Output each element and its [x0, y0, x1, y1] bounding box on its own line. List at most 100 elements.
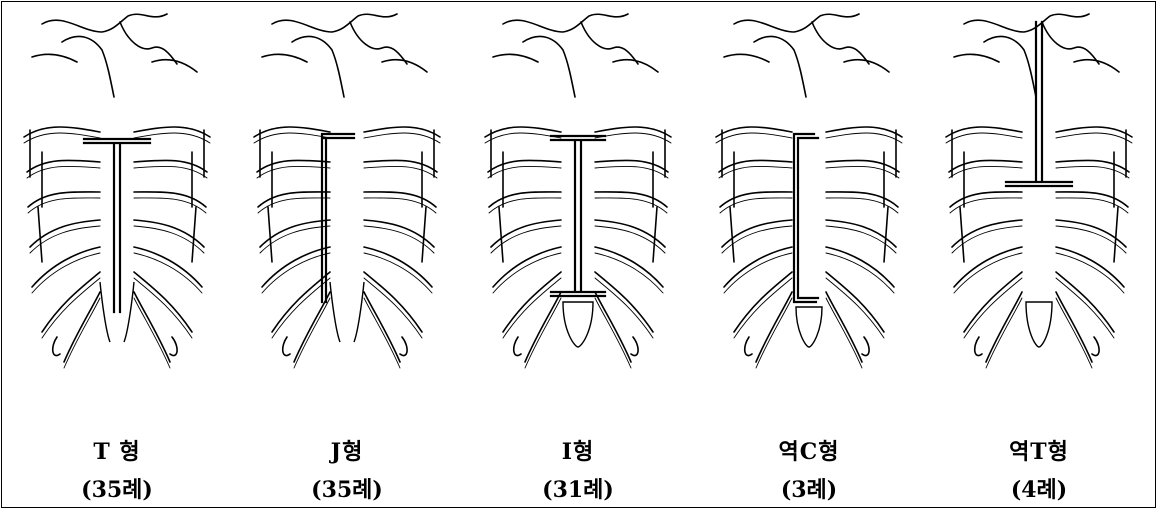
- rib-right: [826, 127, 902, 137]
- rib-left: [42, 272, 100, 332]
- rib-left-edge: [716, 133, 792, 143]
- rib-right-edge: [1056, 133, 1132, 143]
- rib-left: [720, 192, 792, 207]
- rib-right: [134, 127, 210, 137]
- rib-left: [946, 127, 1022, 137]
- rib-right-edge: [595, 298, 631, 368]
- rib-right: [595, 292, 631, 362]
- incision-marker: [551, 136, 605, 296]
- rib-left: [28, 192, 100, 207]
- type-label: 역C형: [694, 434, 924, 466]
- incision-line: [84, 139, 150, 312]
- rib-left-edge: [294, 298, 330, 368]
- ribcage-illustration: [2, 2, 232, 432]
- rib-left-edge: [257, 166, 330, 178]
- ribcage-illustration: [694, 2, 924, 432]
- type-label: J형: [232, 434, 462, 466]
- rib-left: [254, 127, 330, 137]
- case-count: (4례): [924, 472, 1154, 504]
- panel-j-type: J형 (35례): [232, 2, 462, 507]
- rib-left: [294, 292, 330, 362]
- ribcage-lines: [946, 14, 1132, 368]
- rib-left-edge: [719, 166, 792, 178]
- case-count: (35례): [232, 472, 462, 504]
- xiphoid: [330, 282, 364, 342]
- xiphoid: [100, 282, 134, 342]
- ribcage-lines: [254, 14, 440, 368]
- xiphoid: [563, 302, 593, 347]
- rib-left-edge: [946, 133, 1022, 143]
- incision-line: [794, 134, 818, 302]
- incision-marker: [84, 139, 150, 312]
- rib-left-edge: [986, 298, 1022, 368]
- rib-right: [595, 272, 653, 332]
- rib-right: [134, 192, 206, 207]
- clavicle: [964, 14, 1089, 32]
- rib-right: [364, 127, 440, 137]
- xiphoid: [796, 307, 822, 347]
- ribcage-illustration: [924, 2, 1154, 432]
- ribcage-illustration: [463, 2, 693, 432]
- rib-left: [716, 127, 792, 137]
- rib-right-edge: [134, 298, 170, 368]
- clavicle: [503, 14, 628, 32]
- rib-right: [364, 272, 422, 332]
- rib-right: [595, 127, 671, 137]
- rib-left-edge: [949, 166, 1022, 178]
- rib-right: [826, 192, 898, 207]
- clavicle: [734, 14, 859, 32]
- rib-left: [24, 127, 100, 137]
- rib-left-edge: [488, 166, 561, 178]
- case-count: (3례): [694, 472, 924, 504]
- rib-right: [364, 192, 436, 207]
- case-count: (35례): [2, 472, 232, 504]
- rib-right: [595, 192, 667, 207]
- rib-right: [1056, 127, 1132, 137]
- ribcage-lines: [485, 14, 671, 368]
- panel-t-type: T 형 (35례): [2, 2, 232, 507]
- rib-right-edge: [826, 166, 899, 178]
- rib-left: [986, 292, 1022, 362]
- rib-left-edge: [525, 298, 561, 368]
- rib-right-edge: [1056, 166, 1129, 178]
- ribcage-illustration: [232, 2, 462, 432]
- rib-left: [756, 292, 792, 362]
- rib-right-edge: [826, 298, 862, 368]
- rib-left-edge: [485, 133, 561, 143]
- incision-marker: [322, 134, 354, 302]
- case-count: (31례): [463, 472, 693, 504]
- rib-left-edge: [756, 298, 792, 368]
- xiphoid: [1026, 302, 1052, 347]
- type-label: I형: [463, 434, 693, 466]
- rib-right: [1056, 192, 1128, 207]
- type-label: 역T형: [924, 434, 1154, 466]
- ribcage-lines: [716, 14, 902, 368]
- ribcage-lines: [24, 14, 210, 368]
- rib-left-edge: [64, 298, 100, 368]
- type-label: T 형: [2, 434, 232, 466]
- rib-left: [964, 272, 1022, 332]
- rib-left: [950, 192, 1022, 207]
- rib-right-edge: [364, 166, 437, 178]
- rib-left: [734, 272, 792, 332]
- rib-right-edge: [134, 166, 207, 178]
- panel-reverse-t-type: 역T형 (4례): [924, 2, 1154, 507]
- panel-reverse-c-type: 역C형 (3례): [694, 2, 924, 507]
- rib-right: [1056, 272, 1114, 332]
- rib-right: [364, 292, 400, 362]
- rib-right-edge: [364, 298, 400, 368]
- rib-right-edge: [595, 133, 671, 143]
- rib-right: [826, 272, 884, 332]
- panel-i-type: I형 (31례): [463, 2, 693, 507]
- rib-right: [134, 292, 170, 362]
- rib-right-edge: [364, 133, 440, 143]
- incision-line: [322, 134, 354, 302]
- rib-left-edge: [254, 133, 330, 143]
- rib-left: [525, 292, 561, 362]
- rib-left-edge: [27, 166, 100, 178]
- clavicle: [42, 14, 167, 32]
- rib-right-edge: [1056, 298, 1092, 368]
- rib-left: [64, 292, 100, 362]
- rib-left: [489, 192, 561, 207]
